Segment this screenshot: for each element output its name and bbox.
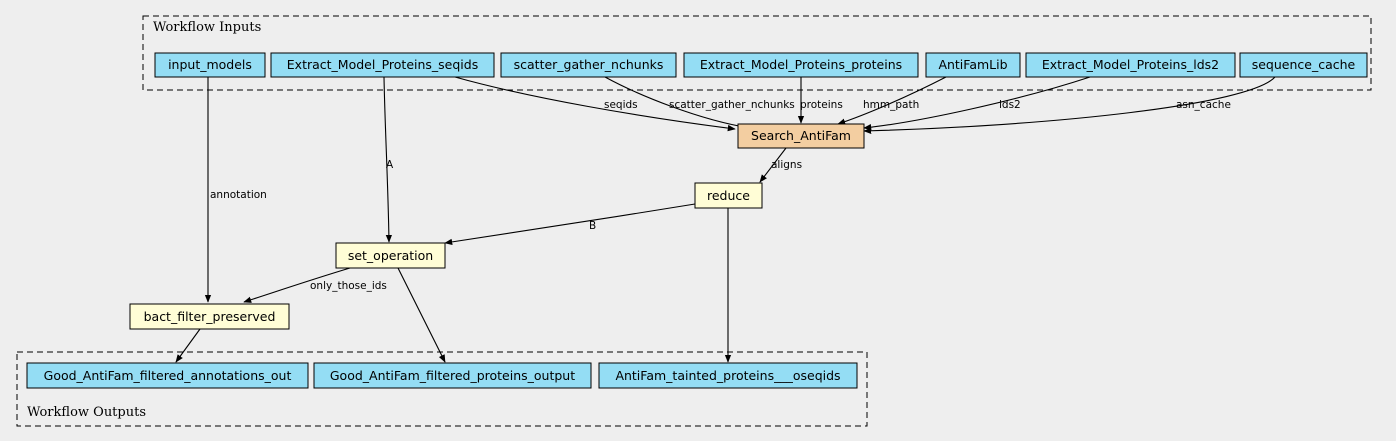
- edge-label-scatter-gather: scatter_gather_nchunks: [669, 99, 795, 111]
- node-extract-lds2-label: Extract_Model_Proteins_lds2: [1042, 57, 1219, 72]
- edge-label-lds2: lds2: [999, 99, 1021, 111]
- edge-label-annotation: annotation: [210, 189, 267, 201]
- node-extract-seqids-label: Extract_Model_Proteins_seqids: [287, 57, 478, 72]
- node-reduce-label: reduce: [707, 188, 750, 203]
- edge-setop-good-proteins: [397, 267, 446, 363]
- workflow-outputs-label: Workflow Outputs: [27, 405, 146, 420]
- node-good-annotations[interactable]: Good_AntiFam_filtered_annotations_out: [26, 362, 309, 389]
- edge-label-asn-cache: asn_cache: [1176, 99, 1231, 111]
- edge-bact-good-annotations: [175, 328, 201, 363]
- node-sequence-cache[interactable]: sequence_cache: [1239, 52, 1368, 78]
- node-extract-seqids[interactable]: Extract_Model_Proteins_seqids: [270, 52, 495, 78]
- node-antifamlib[interactable]: AntiFamLib: [925, 52, 1021, 78]
- edge-aligns: [759, 147, 787, 183]
- edge-label-proteins: proteins: [800, 99, 843, 111]
- workflow-outputs-cluster: Workflow Outputs: [16, 351, 868, 427]
- node-good-annotations-label: Good_AntiFam_filtered_annotations_out: [44, 368, 292, 383]
- node-set-operation-label: set_operation: [348, 248, 433, 263]
- node-input-models-label: input_models: [168, 57, 252, 72]
- node-search-antifam-label: Search_AntiFam: [751, 128, 851, 143]
- workflow-inputs-cluster: Workflow Inputs: [142, 15, 1372, 91]
- node-scatter-gather[interactable]: scatter_gather_nchunks: [500, 52, 677, 78]
- edge-label-A: A: [386, 159, 394, 171]
- node-extract-lds2[interactable]: Extract_Model_Proteins_lds2: [1025, 52, 1236, 78]
- edge-labels: seqids scatter_gather_nchunks proteins h…: [210, 99, 1231, 292]
- edge-B: [444, 203, 696, 246]
- node-bact-filter-label: bact_filter_preserved: [144, 309, 276, 324]
- edge-label-aligns: aligns: [771, 159, 802, 171]
- edge-only-those-ids: [243, 267, 351, 303]
- node-antifamlib-label: AntiFamLib: [938, 57, 1007, 72]
- node-tainted-proteins-label: AntiFam_tainted_proteins___oseqids: [615, 368, 840, 383]
- edge-A: [383, 76, 393, 243]
- step-nodes: Search_AntiFam reduce set_operation bact…: [129, 123, 865, 330]
- node-extract-proteins-label: Extract_Model_Proteins_proteins: [700, 57, 902, 72]
- edge-label-only-those-ids: only_those_ids: [310, 280, 387, 292]
- node-good-proteins[interactable]: Good_AntiFam_filtered_proteins_output: [313, 362, 592, 389]
- output-nodes: Good_AntiFam_filtered_annotations_out Go…: [26, 362, 858, 389]
- node-tainted-proteins[interactable]: AntiFam_tainted_proteins___oseqids: [598, 362, 858, 389]
- edge-label-seqids: seqids: [604, 99, 638, 111]
- edge-label-hmm-path: hmm_path: [863, 99, 919, 111]
- node-bact-filter[interactable]: bact_filter_preserved: [129, 303, 290, 330]
- node-extract-proteins[interactable]: Extract_Model_Proteins_proteins: [683, 52, 919, 78]
- node-scatter-gather-label: scatter_gather_nchunks: [514, 57, 664, 72]
- edge-hmm-path: [837, 76, 947, 125]
- edge-scatter-gather: [604, 76, 751, 131]
- node-reduce[interactable]: reduce: [694, 182, 763, 209]
- edge-label-B: B: [589, 220, 596, 232]
- input-nodes: input_models Extract_Model_Proteins_seqi…: [154, 52, 1368, 78]
- edge-seqids: [454, 76, 736, 132]
- node-good-proteins-label: Good_AntiFam_filtered_proteins_output: [330, 368, 575, 383]
- edge-asn-cache: [863, 76, 1276, 135]
- node-input-models[interactable]: input_models: [154, 52, 266, 78]
- node-search-antifam[interactable]: Search_AntiFam: [737, 123, 865, 149]
- workflow-inputs-label: Workflow Inputs: [153, 20, 261, 35]
- edge-lds2: [863, 76, 1091, 131]
- node-set-operation[interactable]: set_operation: [335, 242, 446, 269]
- node-sequence-cache-label: sequence_cache: [1252, 57, 1356, 72]
- edges: [175, 76, 1276, 363]
